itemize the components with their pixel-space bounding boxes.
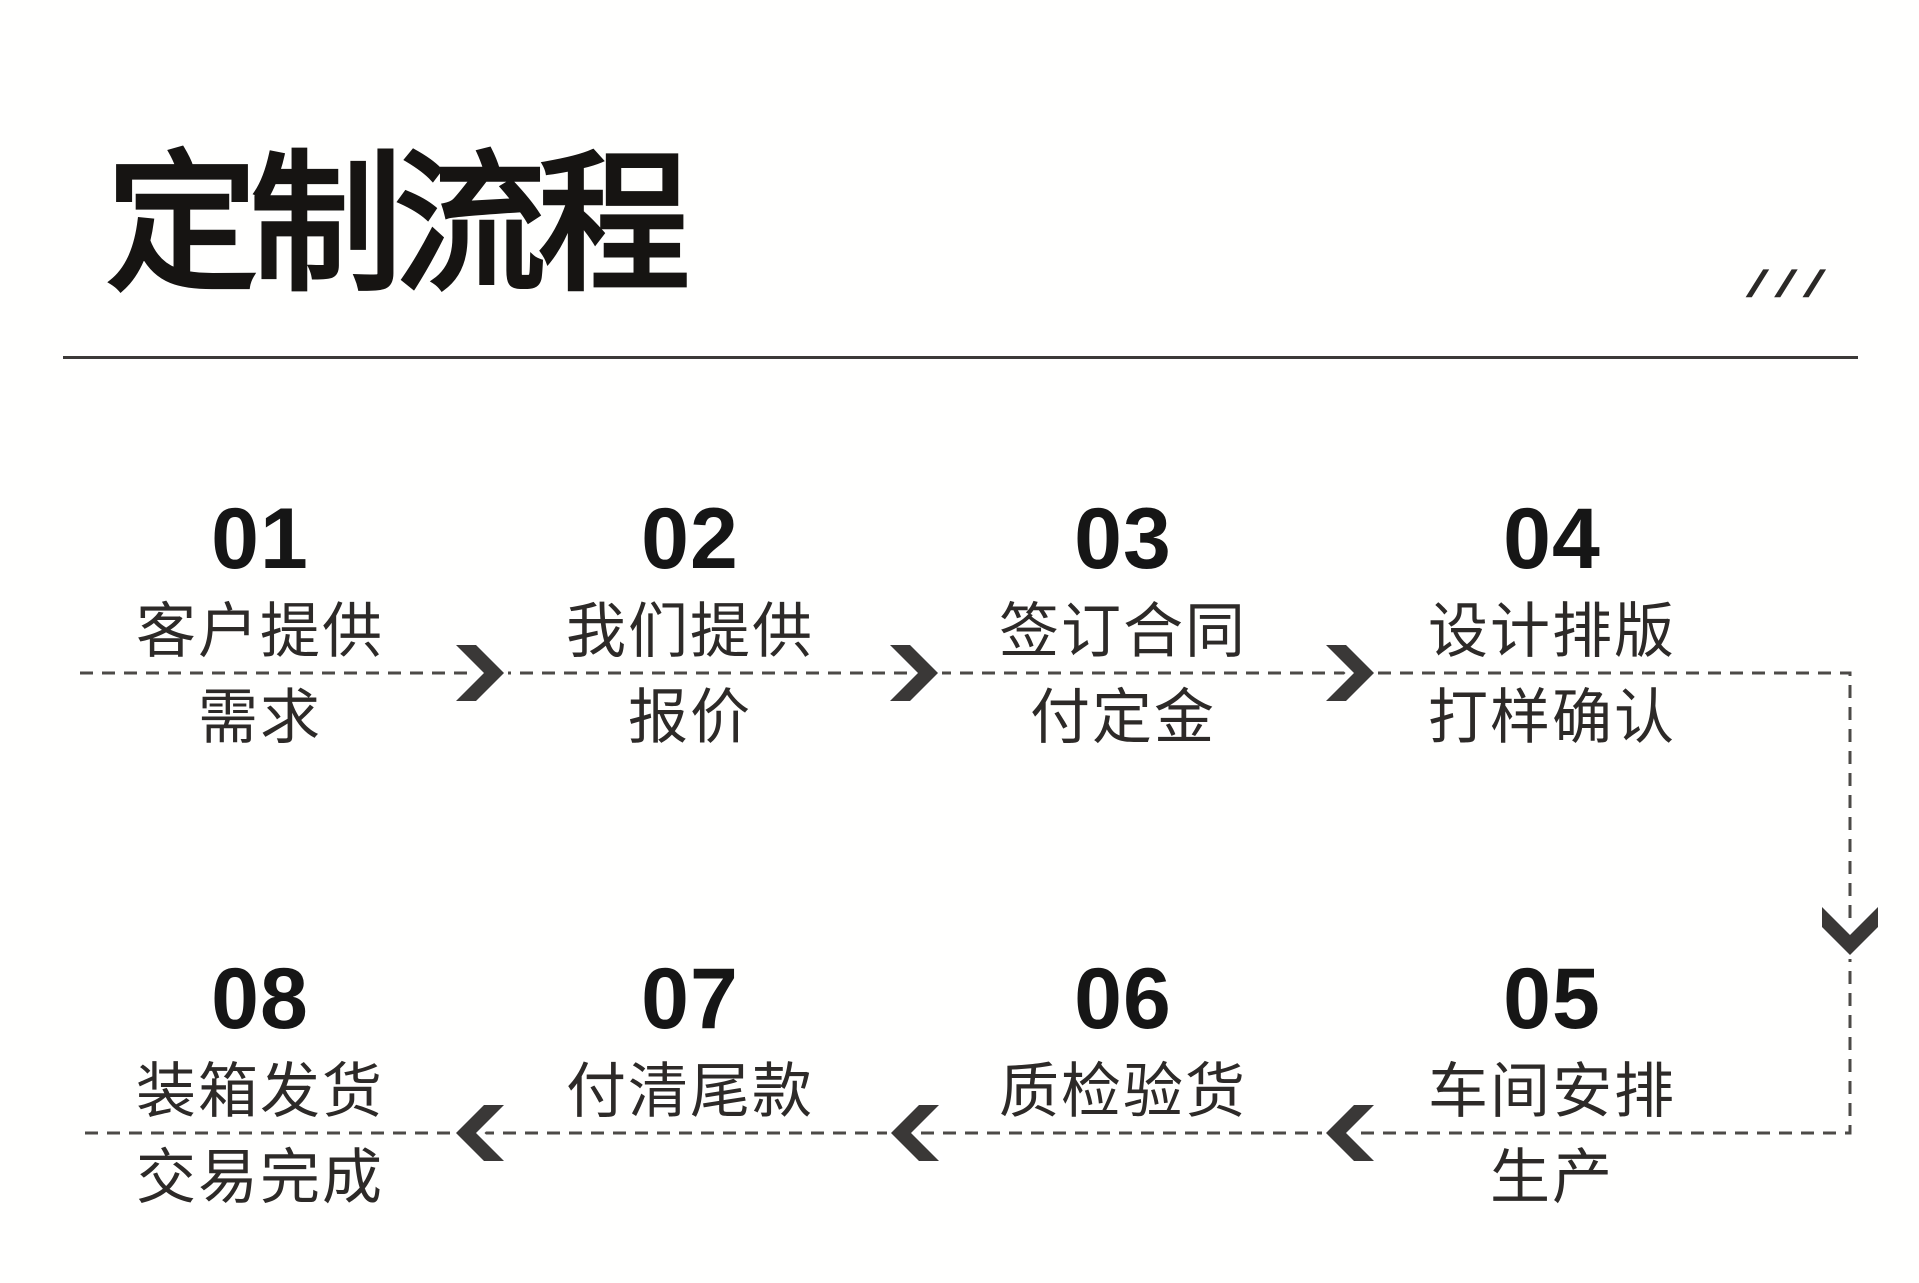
step-caption-line1: 车间安排 <box>1428 1058 1676 1125</box>
triple-slash-icon: /// <box>1742 263 1843 306</box>
arrow-right-icon <box>452 643 508 703</box>
step-caption-line2: 需求 <box>198 684 322 751</box>
step-04: 04 设计排版 打样确认 <box>1322 491 1782 761</box>
step-05: 05 车间安排 生产 <box>1322 951 1782 1221</box>
arrow-down-icon <box>1820 903 1880 959</box>
step-number: 05 <box>1503 951 1601 1047</box>
page-title: 定制流程 <box>106 140 690 310</box>
step-02: 02 我们提供 报价 <box>460 491 920 761</box>
arrow-right-icon <box>886 643 942 703</box>
step-06: 06 质检验货 <box>893 951 1353 1135</box>
arrow-right-icon <box>1322 643 1378 703</box>
step-number: 02 <box>641 491 739 587</box>
step-caption-line1: 签订合同 <box>999 598 1247 665</box>
step-caption-line2: 付定金 <box>1030 684 1216 751</box>
title-divider <box>63 356 1858 359</box>
step-caption-line1: 质检验货 <box>999 1058 1247 1125</box>
step-number: 01 <box>211 491 309 587</box>
step-caption-line1: 付清尾款 <box>566 1058 814 1125</box>
step-01: 01 客户提供 需求 <box>30 491 490 761</box>
step-caption-line1: 我们提供 <box>566 598 814 665</box>
step-number: 04 <box>1503 491 1601 587</box>
step-number: 08 <box>211 951 309 1047</box>
arrow-left-icon <box>452 1103 508 1163</box>
step-number: 06 <box>1074 951 1172 1047</box>
step-caption-line2: 打样确认 <box>1428 684 1676 751</box>
arrow-left-icon <box>887 1103 943 1163</box>
step-caption-line2: 生产 <box>1490 1144 1614 1211</box>
step-caption-line2: 交易完成 <box>136 1144 384 1211</box>
step-03: 03 签订合同 付定金 <box>893 491 1353 761</box>
arrow-left-icon <box>1322 1103 1378 1163</box>
step-caption-line2: 报价 <box>628 684 752 751</box>
step-08: 08 装箱发货 交易完成 <box>30 951 490 1221</box>
step-07: 07 付清尾款 <box>460 951 920 1135</box>
step-number: 07 <box>641 951 739 1047</box>
step-caption-line1: 装箱发货 <box>136 1058 384 1125</box>
step-number: 03 <box>1074 491 1172 587</box>
step-caption-line1: 客户提供 <box>136 598 384 665</box>
step-caption-line1: 设计排版 <box>1428 598 1676 665</box>
